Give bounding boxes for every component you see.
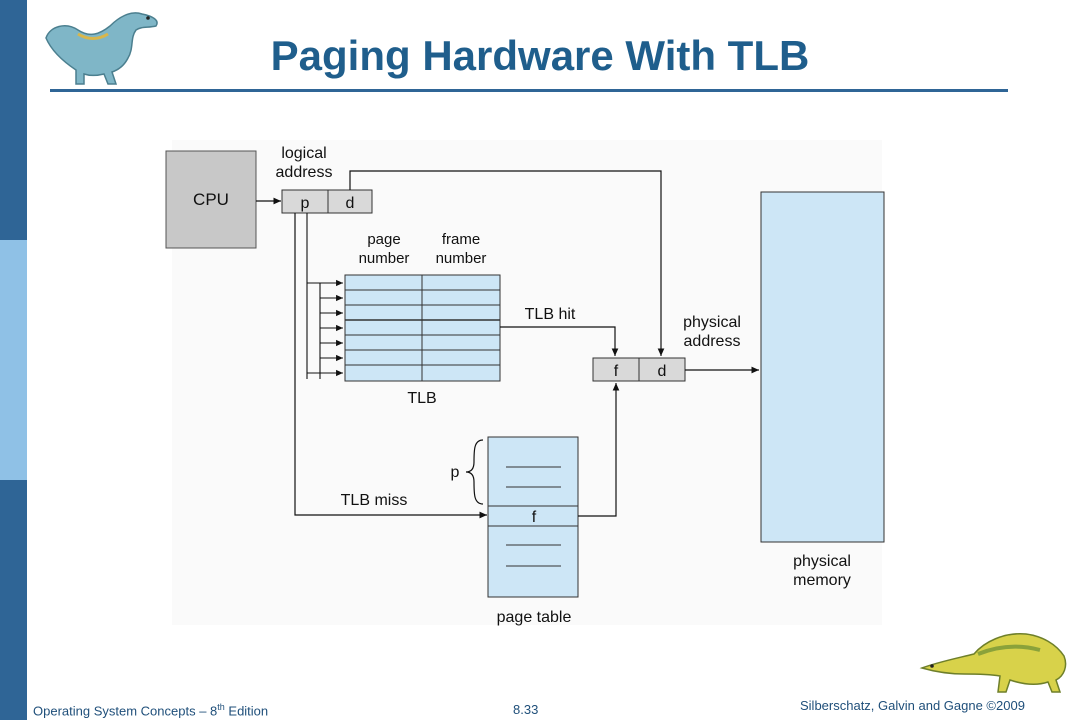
offset-d-arrow bbox=[349, 170, 665, 356]
physical-d-label: d bbox=[658, 363, 667, 380]
physical-memory-box bbox=[760, 191, 885, 543]
footer-slide-number: 8.33 bbox=[513, 702, 539, 717]
footer-copyright: Silberschatz, Galvin and Gagne ©2009 bbox=[800, 698, 1025, 713]
tlb-label: TLB bbox=[407, 390, 436, 407]
title-divider bbox=[50, 89, 1008, 92]
footer-edition-superscript: th bbox=[217, 702, 225, 712]
footer-book-title-text: Operating System Concepts – 8 bbox=[33, 703, 218, 719]
page-table-label: page table bbox=[497, 609, 572, 626]
physical-address-label-line1: physical bbox=[683, 314, 741, 331]
footer-book-title: Operating System Concepts – 8th Edition bbox=[33, 702, 268, 718]
logical-address-label-line2: address bbox=[276, 164, 333, 181]
tlb-hit-label: TLB hit bbox=[525, 306, 576, 323]
tlb-hit-arrow bbox=[500, 326, 619, 356]
tlb-table bbox=[344, 274, 501, 382]
page-table bbox=[487, 436, 579, 598]
page-table-frame-arrow bbox=[578, 383, 620, 517]
physical-memory-label-line2: memory bbox=[793, 572, 851, 589]
page-index-brace bbox=[465, 439, 484, 505]
cpu-label: CPU bbox=[193, 190, 229, 209]
logical-p-label: p bbox=[301, 195, 310, 212]
dinosaur-logo-icon bbox=[45, 12, 158, 85]
page-index-p-label: p bbox=[451, 464, 460, 481]
frame-number-header-line1: frame bbox=[442, 231, 480, 248]
physical-address-label-line2: address bbox=[684, 333, 741, 350]
physical-f-label: f bbox=[614, 363, 619, 380]
tlb-miss-label: TLB miss bbox=[341, 492, 408, 509]
page-number-header-line1: page bbox=[367, 231, 400, 248]
logical-d-label: d bbox=[346, 195, 355, 212]
tlb-miss-arrow bbox=[294, 213, 487, 519]
frame-number-header-line2: number bbox=[436, 250, 487, 267]
dinosaur-footer-icon bbox=[919, 633, 1067, 693]
left-sidebar-accent bbox=[0, 240, 27, 480]
slide-title: Paging Hardware With TLB bbox=[270, 32, 810, 79]
footer-edition-suffix: Edition bbox=[224, 703, 269, 719]
page-number-header-line2: number bbox=[359, 250, 410, 267]
page-table-f-label: f bbox=[532, 509, 537, 526]
physical-memory-label-line1: physical bbox=[793, 553, 851, 570]
logical-address-label-line1: logical bbox=[281, 145, 326, 162]
cpu-box bbox=[165, 150, 257, 249]
tlb-search-arrows bbox=[306, 213, 343, 379]
